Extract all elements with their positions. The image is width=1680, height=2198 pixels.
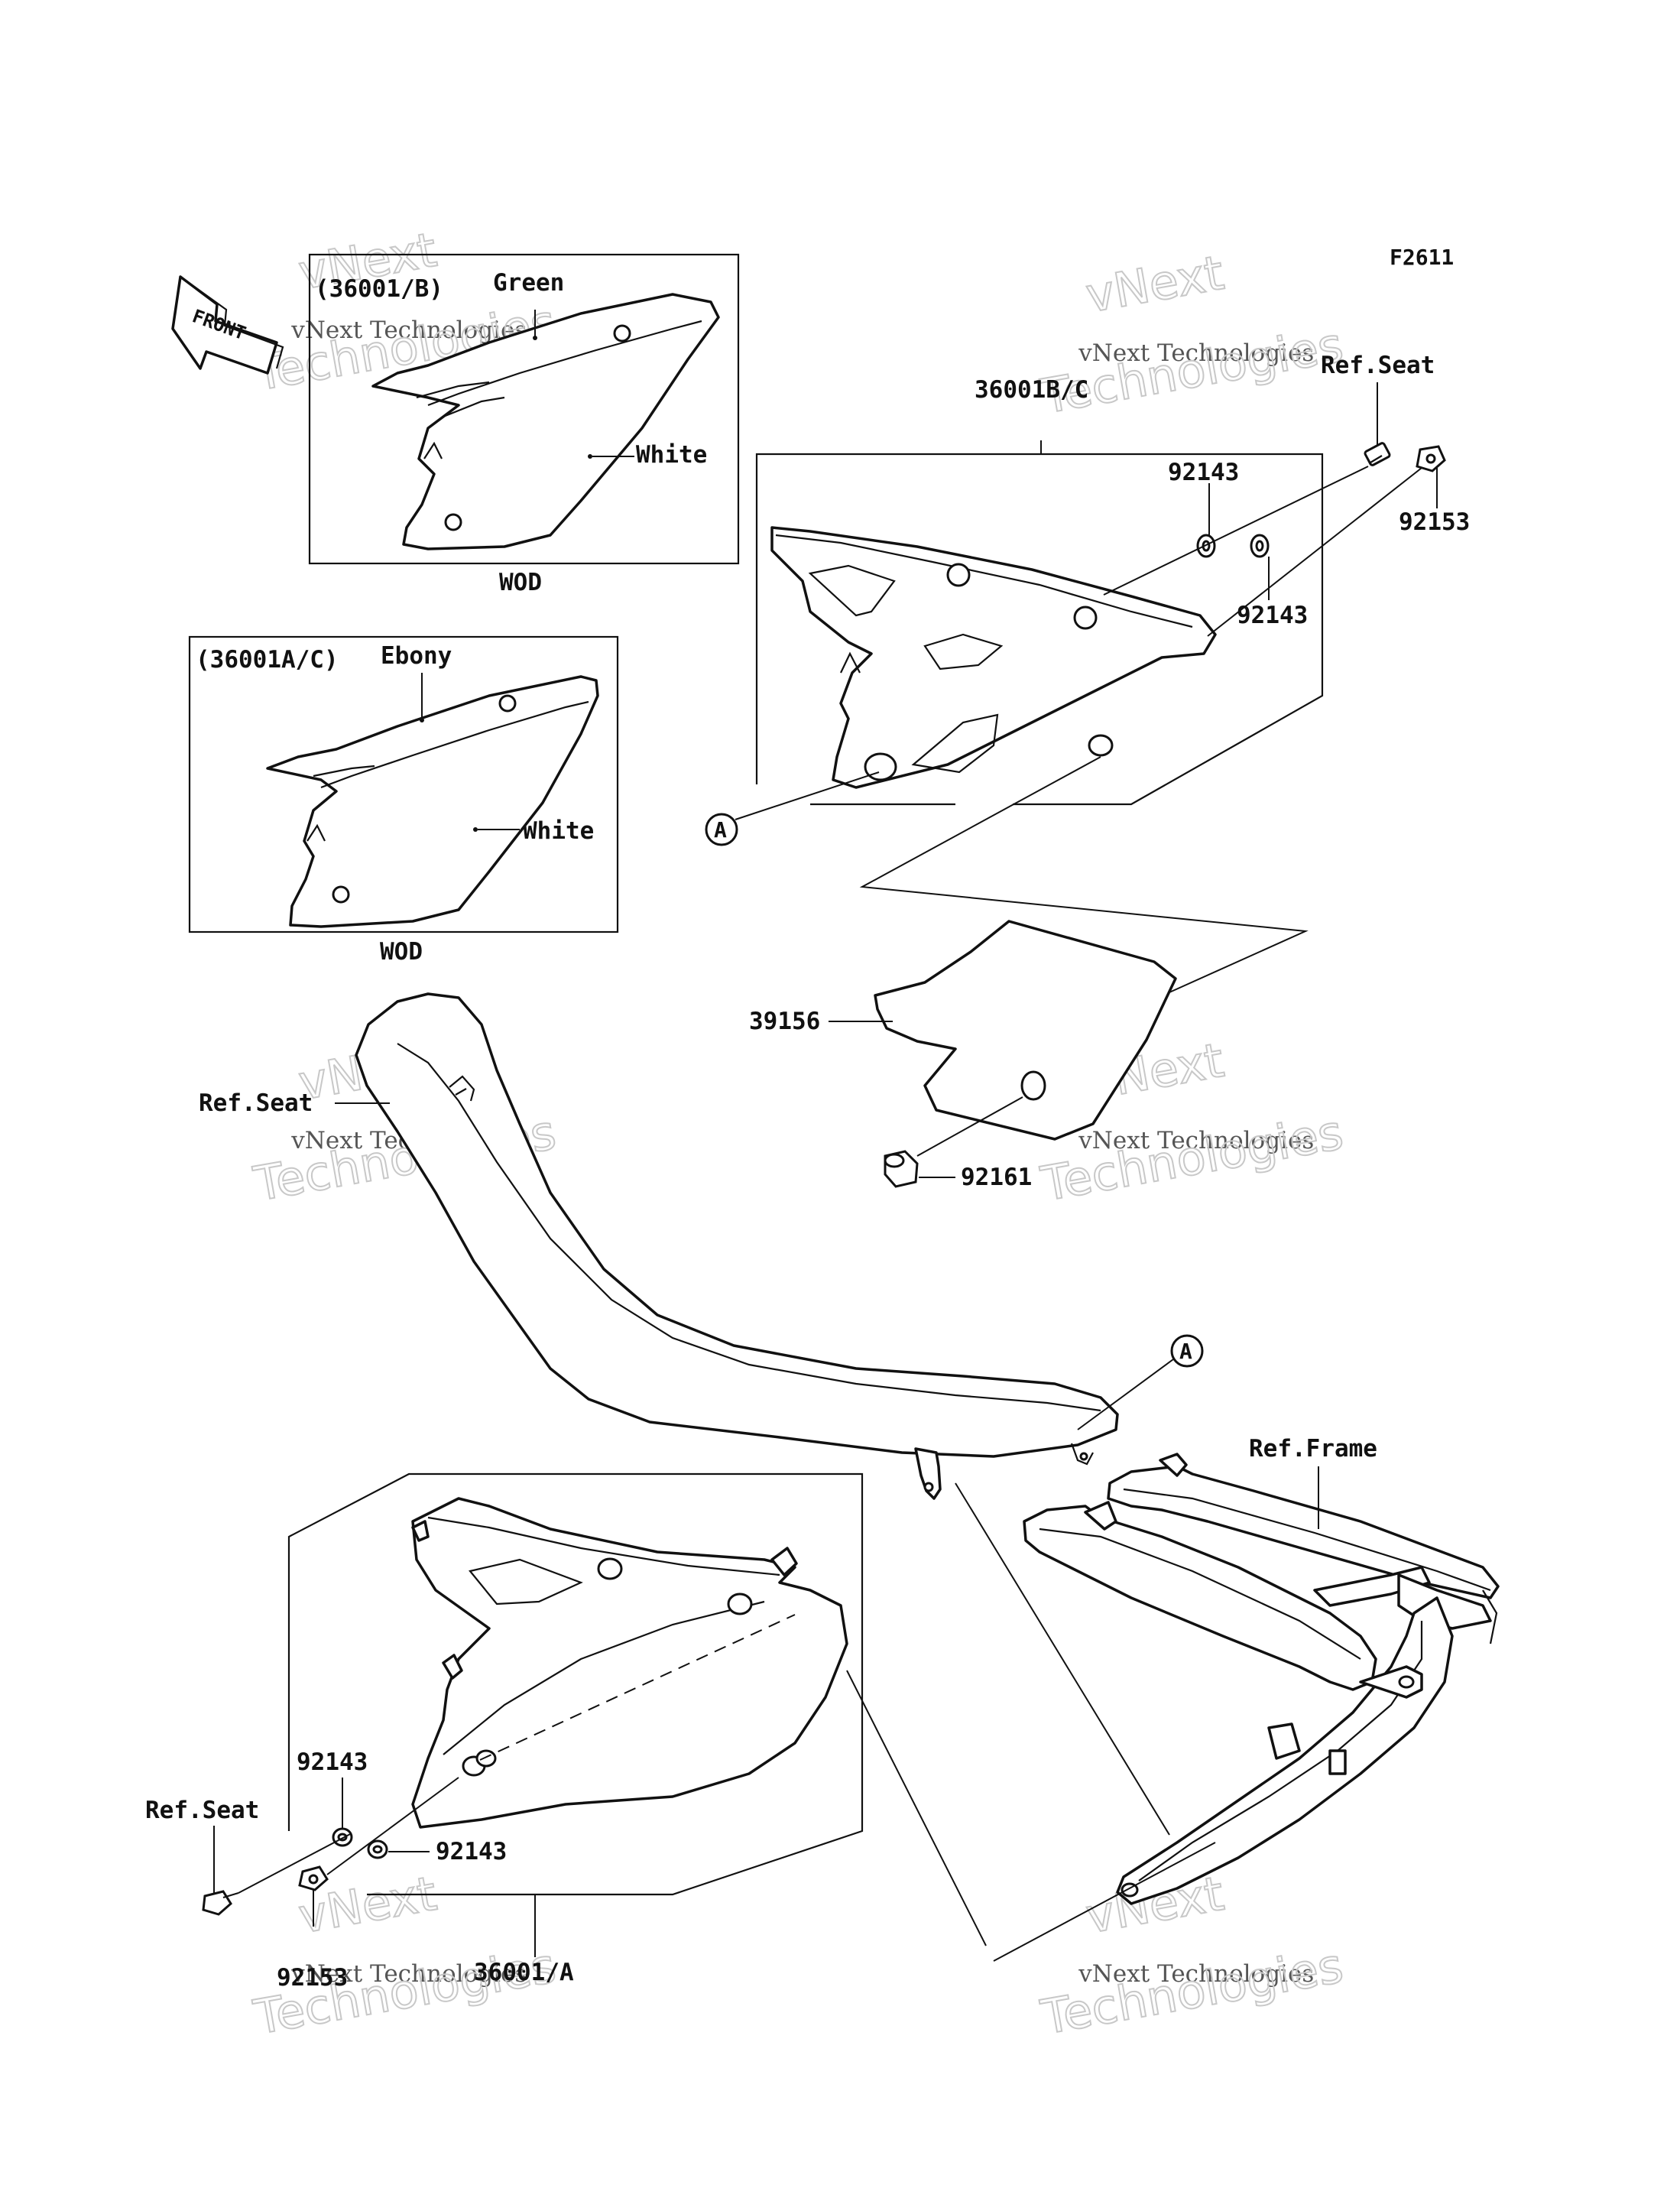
side-cover-drawing bbox=[371, 293, 720, 550]
circle-a-left bbox=[705, 813, 738, 846]
ref-seat-mid-label: Ref.Seat bbox=[199, 1089, 313, 1117]
bolt-ref-seat-top bbox=[1364, 442, 1391, 466]
inset-box-36001-b: (36001/B) Green White WOD bbox=[308, 253, 740, 596]
watermark-technologies: Technologies bbox=[1036, 317, 1347, 424]
watermark-vnext: vNext bbox=[1082, 245, 1228, 323]
variant-label: WOD bbox=[380, 938, 423, 966]
left-side-cover-assembly: 36001/A bbox=[145, 1472, 987, 1992]
watermark-vnext-technologies: vNext Technologies bbox=[290, 317, 527, 344]
washer-b-label: 92143 bbox=[1237, 602, 1308, 629]
watermark-technologies: Technologies bbox=[1036, 1937, 1347, 2045]
watermark-vnext-technologies: vNext Technologies bbox=[1078, 339, 1314, 367]
side-cover-left-drawing bbox=[411, 1497, 848, 1829]
variant-label: WOD bbox=[499, 569, 542, 596]
bolt-92153-left bbox=[298, 1865, 329, 1891]
damper-92161: 92161 bbox=[884, 1096, 1032, 1191]
washer-92143-c bbox=[332, 1827, 353, 1847]
ref-seat-bottom-label: Ref.Seat bbox=[145, 1797, 259, 1824]
assy-left-label: 36001/A bbox=[474, 1959, 574, 1986]
ref-seat-top-label: Ref.Seat bbox=[1321, 352, 1435, 379]
inset-code: (36001/B) bbox=[315, 275, 443, 303]
ref-frame-label: Ref.Frame bbox=[1249, 1435, 1377, 1463]
circle-a-seat bbox=[1170, 1334, 1204, 1368]
washer-92143-d bbox=[367, 1839, 388, 1859]
right-side-cover-assembly: 36001B/C bbox=[705, 352, 1470, 993]
inset-code: (36001A/C) bbox=[196, 646, 339, 674]
color-label-body: White bbox=[636, 441, 707, 469]
washer-d-label: 92143 bbox=[436, 1838, 507, 1865]
color-label-body: White bbox=[523, 817, 594, 845]
bolt-right-label: 92153 bbox=[1399, 508, 1470, 536]
bolt-92153 bbox=[1416, 445, 1446, 472]
circle-a-left-label: A bbox=[714, 817, 727, 843]
watermark-vnext-technologies: vNext Technologies bbox=[290, 1960, 527, 1988]
circle-a-seat-label: A bbox=[1179, 1339, 1192, 1364]
bolt-ref-seat-bottom bbox=[202, 1890, 239, 1916]
diagram-code: F2611 bbox=[1390, 245, 1454, 270]
watermark-vnext-technologies: vNext Technologies bbox=[1078, 1127, 1314, 1154]
inset-frame bbox=[188, 635, 619, 933]
assembly-bracket bbox=[755, 453, 1324, 806]
inset-box-36001a-c: (36001A/C) Ebony White WOD bbox=[188, 635, 619, 966]
side-cover-right-drawing bbox=[770, 526, 1217, 789]
washer-92143-b bbox=[1250, 534, 1270, 558]
assy-right-label: 36001B/C bbox=[975, 376, 1088, 404]
color-label-top: Ebony bbox=[381, 642, 452, 670]
color-label-top: Green bbox=[493, 269, 564, 297]
damper-label: 92161 bbox=[961, 1164, 1032, 1191]
washer-c-label: 92143 bbox=[297, 1748, 368, 1776]
pad-39156: 39156 bbox=[749, 920, 1177, 1141]
assembly-bracket bbox=[287, 1472, 864, 1896]
watermark-bottom-left: vNext vNext Technologies Technologies bbox=[248, 1865, 560, 2047]
front-arrow-icon: FRONT bbox=[171, 275, 284, 375]
pad-label: 39156 bbox=[749, 1008, 820, 1035]
inset-frame bbox=[308, 253, 740, 565]
bolt-left-label: 92153 bbox=[277, 1964, 348, 1992]
watermark-vnext-technologies: vNext Technologies bbox=[1078, 1960, 1314, 1988]
seat: A Ref.Seat bbox=[199, 992, 1204, 1500]
side-cover-drawing bbox=[266, 673, 599, 928]
washer-a-label: 92143 bbox=[1168, 459, 1239, 486]
rear-frame: Ref.Frame bbox=[955, 1435, 1500, 1962]
